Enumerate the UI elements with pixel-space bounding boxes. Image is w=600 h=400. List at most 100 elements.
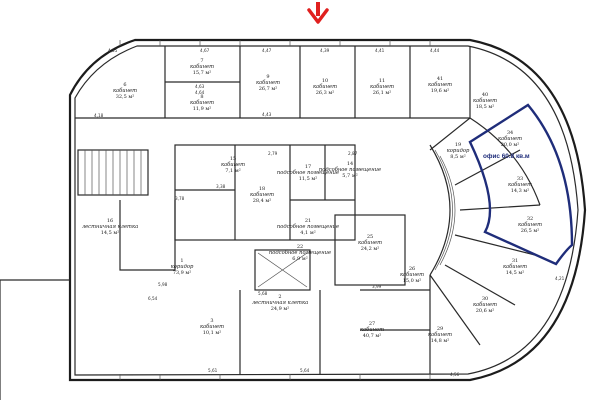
svg-text:4,44: 4,44 xyxy=(430,48,440,53)
svg-text:кабинет: кабинет xyxy=(518,221,542,228)
svg-text:кабинет: кабинет xyxy=(428,81,452,88)
svg-text:22: 22 xyxy=(297,244,303,250)
svg-text:кабинет: кабинет xyxy=(200,323,224,330)
svg-text:1: 1 xyxy=(180,258,183,264)
svg-text:4,55: 4,55 xyxy=(108,48,118,53)
room-label: 15 кабинет 7,1 м² xyxy=(221,156,245,174)
right-wing xyxy=(360,117,541,374)
svg-text:3,78: 3,78 xyxy=(175,196,185,201)
svg-text:30: 30 xyxy=(482,296,488,302)
svg-text:6,9 м²: 6,9 м² xyxy=(292,256,307,262)
svg-text:3,99: 3,99 xyxy=(372,284,382,289)
svg-text:лестничная клетка: лестничная клетка xyxy=(82,224,138,230)
svg-text:коридор: коридор xyxy=(447,148,470,154)
svg-text:кабинет: кабинет xyxy=(358,239,382,246)
room-label: 3 кабинет 10,1 м² xyxy=(200,318,224,336)
svg-text:кабинет: кабинет xyxy=(221,161,245,168)
svg-text:4,67: 4,67 xyxy=(200,48,210,53)
dimension-labels: 4,67 4,47 4,39 4,41 4,44 4,63 4,64 4,43 … xyxy=(94,48,565,377)
svg-text:14,3 м²: 14,3 м² xyxy=(511,188,530,194)
svg-text:подсобное помещение: подсобное помещение xyxy=(277,169,339,176)
room-label: 33 кабинет 14,3 м² xyxy=(508,176,532,194)
svg-text:4,43: 4,43 xyxy=(262,112,272,117)
room-label: 11 кабинет 26,1 м² xyxy=(370,78,394,96)
svg-text:27: 27 xyxy=(369,321,375,327)
svg-text:5,61: 5,61 xyxy=(208,368,218,373)
central-core xyxy=(174,144,406,375)
svg-text:кабинет: кабинет xyxy=(360,326,384,333)
room-label: 8 кабинет 11,9 м² xyxy=(190,94,214,112)
room-label: 19 коридор 8,5 м² xyxy=(447,142,470,160)
svg-text:16: 16 xyxy=(107,218,113,224)
svg-text:33: 33 xyxy=(517,176,523,182)
svg-text:15,0 м²: 15,0 м² xyxy=(403,278,422,284)
room-labels: 6 кабинет 32,5 м² 7 кабинет 15,7 м² 8 ка… xyxy=(82,58,542,344)
room-label: 34 кабинет 20,0 м² xyxy=(498,130,522,148)
svg-text:20,6 м²: 20,6 м² xyxy=(476,308,495,314)
svg-text:11,9 м²: 11,9 м² xyxy=(193,106,212,112)
svg-text:8,5 м²: 8,5 м² xyxy=(450,154,465,160)
svg-text:кабинет: кабинет xyxy=(113,87,137,94)
svg-text:9: 9 xyxy=(266,74,269,80)
svg-text:41: 41 xyxy=(437,76,443,82)
svg-text:коридор: коридор xyxy=(171,264,194,270)
svg-text:29: 29 xyxy=(437,326,443,332)
svg-text:5,7 м²: 5,7 м² xyxy=(342,173,357,179)
svg-text:кабинет: кабинет xyxy=(428,331,452,338)
svg-text:15,7 м²: 15,7 м² xyxy=(193,70,212,76)
down-arrow-icon xyxy=(307,2,329,24)
svg-text:кабинет: кабинет xyxy=(473,301,497,308)
room-label: 25 кабинет 24,2 м² xyxy=(358,234,382,252)
room-label: 14 подсобное помещение 5,7 м² xyxy=(319,161,381,179)
svg-text:кабинет: кабинет xyxy=(508,181,532,188)
svg-text:кабинет: кабинет xyxy=(313,83,337,90)
svg-text:2,79: 2,79 xyxy=(268,151,278,156)
svg-text:32,5 м²: 32,5 м² xyxy=(116,94,135,100)
top-rooms xyxy=(75,46,541,206)
svg-text:4,64: 4,64 xyxy=(195,90,205,95)
svg-text:5,68: 5,68 xyxy=(258,291,268,296)
svg-text:подсобное помещение: подсобное помещение xyxy=(269,249,331,256)
svg-text:4,21: 4,21 xyxy=(555,276,565,281)
svg-text:14,5 м²: 14,5 м² xyxy=(101,230,120,236)
office-highlight-outline xyxy=(468,103,574,266)
room-label: 7 кабинет 15,7 м² xyxy=(190,58,214,76)
svg-text:подсобное помещение: подсобное помещение xyxy=(319,166,381,173)
svg-text:кабинет: кабинет xyxy=(190,99,214,106)
svg-text:5,64: 5,64 xyxy=(300,368,310,373)
svg-text:2,87: 2,87 xyxy=(348,151,358,156)
room-label: 40 кабинет 18,5 м² xyxy=(473,92,497,110)
svg-text:кабинет: кабинет xyxy=(250,191,274,198)
svg-text:18,5 м²: 18,5 м² xyxy=(476,104,495,110)
svg-text:4,47: 4,47 xyxy=(262,48,272,53)
svg-text:5,98: 5,98 xyxy=(158,282,168,287)
room-label: 6 кабинет 32,5 м² xyxy=(113,82,137,100)
svg-text:11,5 м²: 11,5 м² xyxy=(299,176,318,182)
room-label: 10 кабинет 26,3 м² xyxy=(313,78,337,96)
svg-text:19,6 м²: 19,6 м² xyxy=(431,88,450,94)
svg-text:8: 8 xyxy=(200,94,203,100)
room-label: 27 кабинет 40,7 м² xyxy=(360,321,384,339)
svg-text:6: 6 xyxy=(123,82,126,88)
room-label: 26 кабинет 15,0 м² xyxy=(400,266,424,284)
svg-text:4,18: 4,18 xyxy=(94,113,104,118)
svg-text:11: 11 xyxy=(379,78,385,84)
svg-text:кабинет: кабинет xyxy=(256,79,280,86)
svg-text:25: 25 xyxy=(367,234,373,240)
svg-text:4,56: 4,56 xyxy=(450,372,460,377)
svg-text:14,8 м²: 14,8 м² xyxy=(431,338,450,344)
room-label: 16 лестничная клетка 14,5 м² xyxy=(82,218,138,236)
svg-text:подсобное помещение: подсобное помещение xyxy=(277,223,339,230)
svg-text:10,1 м²: 10,1 м² xyxy=(203,330,222,336)
svg-text:4,41: 4,41 xyxy=(375,48,385,53)
svg-text:4,1 м²: 4,1 м² xyxy=(300,230,315,236)
svg-text:14: 14 xyxy=(347,161,353,167)
svg-text:6,54: 6,54 xyxy=(148,296,158,301)
svg-text:32: 32 xyxy=(527,216,533,222)
svg-text:26,3 м²: 26,3 м² xyxy=(316,90,335,96)
svg-text:кабинет: кабинет xyxy=(400,271,424,278)
svg-text:15: 15 xyxy=(230,156,236,162)
room-label: 22 подсобное помещение 6,9 м² xyxy=(269,244,331,262)
svg-text:10: 10 xyxy=(322,78,328,84)
